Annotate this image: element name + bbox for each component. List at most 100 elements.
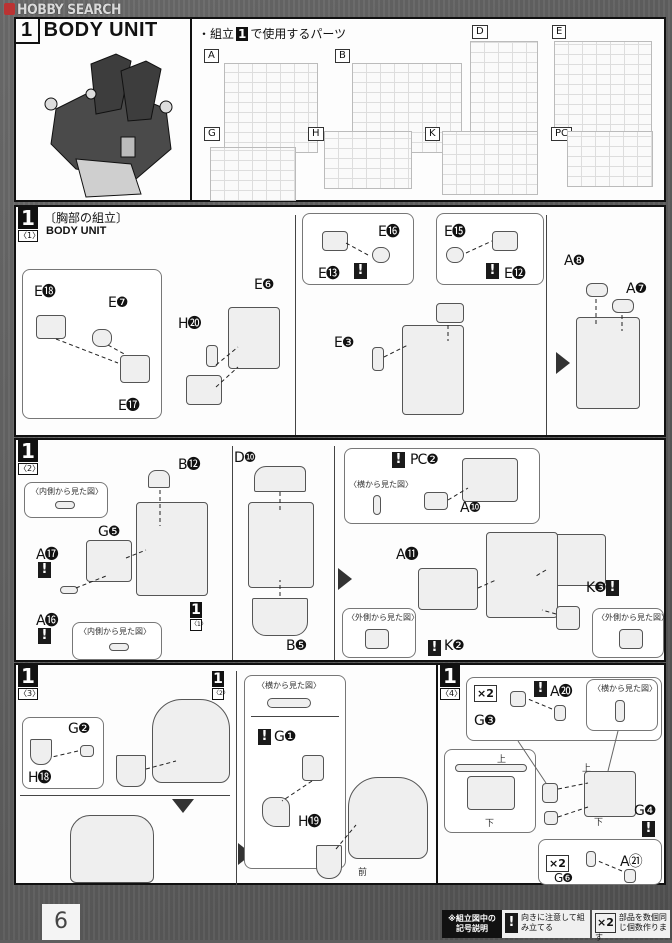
part-label: E⓭ xyxy=(318,266,340,282)
multiplier-badge: ×2 xyxy=(474,685,497,702)
part-label: A❽ xyxy=(564,253,585,269)
chest-assembly-result xyxy=(576,317,640,409)
part-label: E⓬ xyxy=(504,266,526,282)
multiplier-badge: ×2 xyxy=(546,855,569,872)
part-label: B⓬ xyxy=(178,457,201,473)
part-g6-placed xyxy=(544,811,558,825)
step-title-jp: 〔胸部の組立〕 xyxy=(44,211,129,225)
runner-sheet-e xyxy=(554,41,652,135)
step-sub: 〈4〉 xyxy=(440,688,463,700)
down-label: 下 xyxy=(485,819,495,829)
warning-icon: ! xyxy=(486,263,499,279)
part-g4 xyxy=(584,771,636,817)
part-e13 xyxy=(322,231,348,251)
body-unit-illustration xyxy=(44,53,173,198)
part-h19-placed xyxy=(316,845,342,879)
divider xyxy=(20,795,230,796)
part-g6 xyxy=(586,851,596,867)
part-e12-placed xyxy=(436,303,464,323)
divider xyxy=(334,446,335,660)
step-sub: 〈1〉 xyxy=(18,230,41,242)
part-e17 xyxy=(120,355,150,383)
step-number: 1 xyxy=(440,665,460,687)
divider xyxy=(236,671,237,885)
warning-icon: ! xyxy=(505,913,518,933)
runner-label-a: A xyxy=(204,49,219,63)
runner-sheet-h xyxy=(324,131,412,189)
ref-step-number: 1 xyxy=(212,671,224,687)
warning-icon: ! xyxy=(38,628,51,644)
view-label: 〈内側から見た図〉 xyxy=(79,627,151,636)
part-view xyxy=(55,501,75,509)
detail-callout: 〈横から見た図〉 xyxy=(244,675,346,869)
next-arrow-icon xyxy=(172,799,194,813)
view-label: 〈横から見た図〉 xyxy=(593,684,657,693)
runner-label-b: B xyxy=(335,49,350,63)
view-label: 〈外側から見た図〉 xyxy=(597,613,669,622)
step-number: 1 xyxy=(18,207,38,229)
view-label: 〈横から見た図〉 xyxy=(257,681,321,690)
part-label: H⓴ xyxy=(178,316,202,332)
step-badge: 1〈3〉 xyxy=(18,665,40,700)
part-label: G❶ xyxy=(274,729,296,745)
part-view xyxy=(109,643,129,651)
part-b12 xyxy=(148,470,170,488)
unit-number: 1 xyxy=(16,19,40,44)
next-arrow-icon xyxy=(338,568,352,590)
part-view xyxy=(619,629,643,649)
front-label: 前 xyxy=(358,868,368,878)
part-view xyxy=(373,495,381,515)
step-badge: 1〈1〉 xyxy=(18,207,41,242)
runner-label-k: K xyxy=(425,127,440,141)
ref-step-badge: 1〈2〉 xyxy=(212,671,229,700)
part-label: D❿ xyxy=(234,450,256,466)
step-1-3-panel: 1〈3〉 1〈2〉 G❷ H⓲ 〈横から見た図〉 ! G❶ H⓳ 前 xyxy=(14,663,438,885)
heading-step-badge: 1 xyxy=(236,27,249,41)
ref-step-badge: 1〈1〉 xyxy=(190,602,207,631)
chest-assembly xyxy=(486,532,558,618)
warning-icon: ! xyxy=(642,821,655,837)
part-k3 xyxy=(556,606,580,630)
part-e7 xyxy=(92,329,112,347)
warning-icon: ! xyxy=(606,580,619,596)
multiplier-icon: ×2 xyxy=(595,913,616,933)
part-label: K❷ xyxy=(444,638,465,654)
part-label: A⓴ xyxy=(550,684,573,700)
step-badge: 1〈4〉 xyxy=(440,665,463,700)
part-d10 xyxy=(254,466,306,492)
side-view-callout: 〈横から見た図〉 xyxy=(586,679,658,731)
runner-sheet-g xyxy=(210,147,296,201)
part-label: G❹ xyxy=(634,803,656,819)
part-g5 xyxy=(86,540,132,582)
logo-icon xyxy=(4,3,15,15)
part-label: H⓳ xyxy=(298,814,322,830)
chest-assembly xyxy=(248,502,314,588)
chest-assembly xyxy=(402,325,464,415)
part-g1 xyxy=(302,755,324,781)
part-view xyxy=(615,700,625,722)
inside-view-callout: 〈内側から見た図〉 xyxy=(24,482,108,518)
down-label: 下 xyxy=(594,818,604,828)
part-a10 xyxy=(462,458,518,502)
warning-icon: ! xyxy=(354,263,367,279)
unit-name: BODY UNIT xyxy=(43,19,158,41)
heading-prefix: ・組立 xyxy=(198,27,235,41)
ref-step-number: 1 xyxy=(190,602,202,618)
runner-sheet-a xyxy=(224,63,318,153)
ref-step-sub: 〈1〉 xyxy=(190,619,207,631)
view-label: 〈外側から見た図〉 xyxy=(347,613,419,622)
part-label: E⓲ xyxy=(34,284,56,300)
outside-view-callout: 〈外側から見た図〉 xyxy=(342,608,419,658)
part-e16 xyxy=(372,247,390,263)
step-title-en: BODY UNIT xyxy=(46,225,107,237)
runner-label-e: E xyxy=(552,25,567,39)
runner-sheet-k xyxy=(442,131,538,195)
divider xyxy=(546,215,547,435)
part-a16 xyxy=(60,586,78,594)
part-a11 xyxy=(418,568,478,610)
legend-title: ※組立図中の記号説明 xyxy=(442,910,502,938)
